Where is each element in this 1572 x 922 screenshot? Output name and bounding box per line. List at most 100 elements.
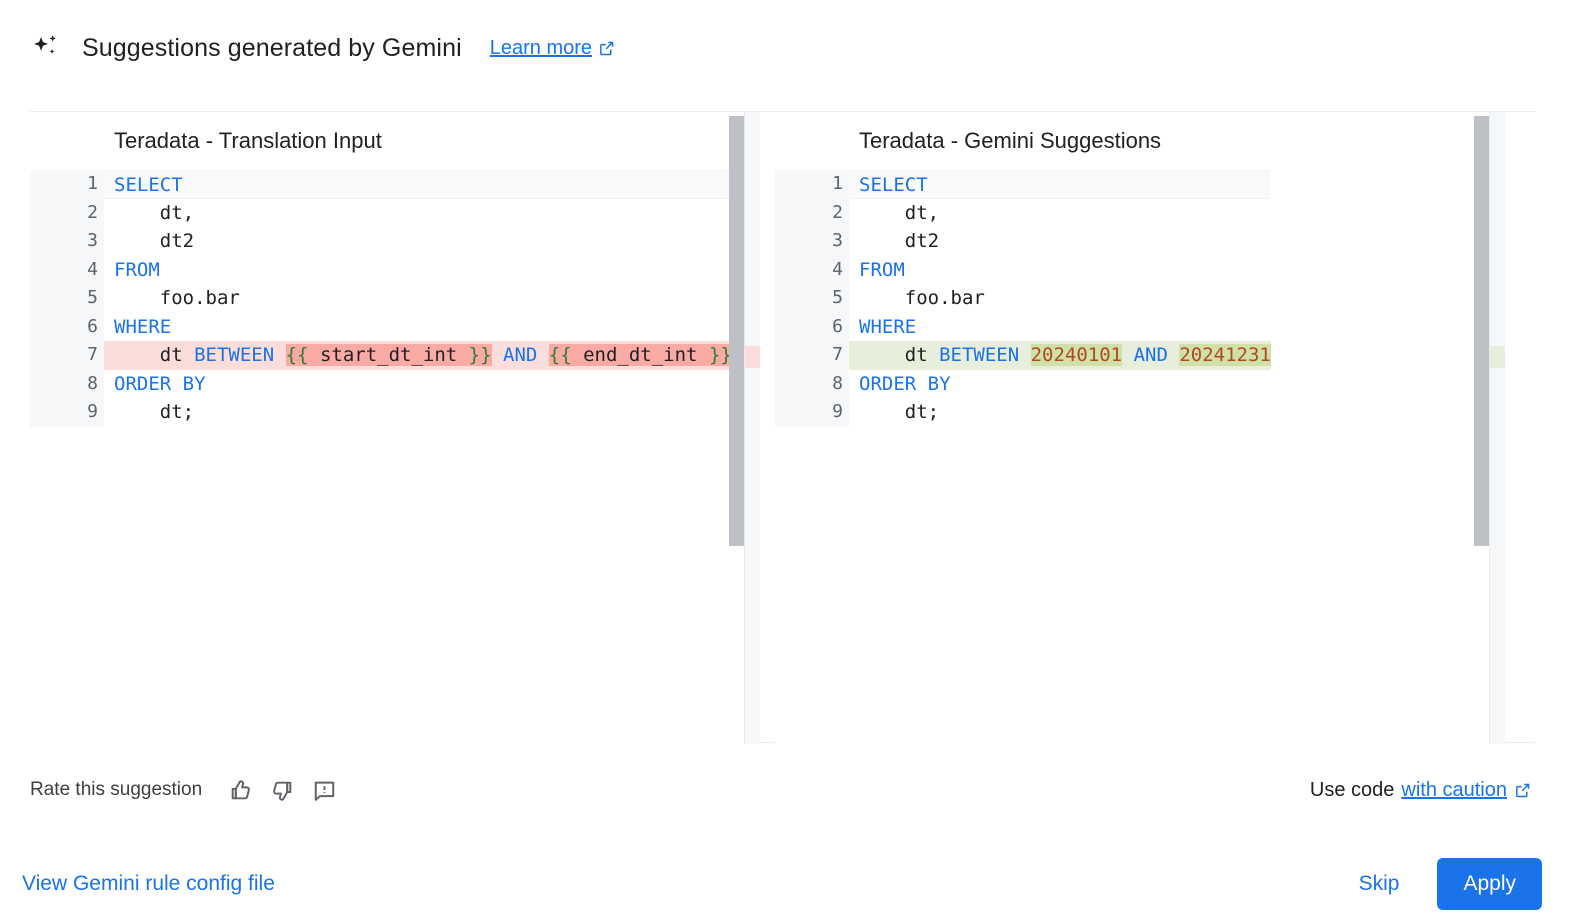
view-gemini-rule-config-file-link[interactable]: View Gemini rule config file [22,871,275,895]
line-number: 5 [775,284,849,313]
diff-marker-column-input [744,112,760,744]
code-text: FROM [849,256,1271,285]
with-caution-link[interactable]: with caution [1401,779,1531,802]
code-token: }} [468,344,492,366]
code-token: foo.bar [859,287,985,309]
diff-marker-add [1490,346,1505,368]
code-text: foo.bar [104,284,732,313]
code-text: FROM [104,256,732,285]
vertical-scrollbar-input[interactable] [729,112,744,744]
line-number: 7+ [775,341,863,370]
code-token: dt; [859,401,940,423]
code-text: dt BETWEEN 20240101 AND 20241231 [849,341,1271,370]
line-number: 2 [775,198,849,227]
code-token: {{ [285,344,309,366]
action-bar: View Gemini rule config file Skip Apply [0,845,1572,922]
use-code-label: Use code [1309,778,1395,801]
learn-more-link[interactable]: Learn more [490,37,615,60]
code-token: WHERE [114,315,172,338]
skip-button[interactable]: Skip [1345,862,1414,906]
code-token: FROM [114,258,160,281]
code-line[interactable]: 1 SELECT [775,170,1271,199]
external-link-icon [1516,783,1530,797]
code-text: foo.bar [849,284,1271,313]
code-line[interactable]: 9 dt; [775,398,1271,427]
code-token [1122,344,1133,366]
code-token [1019,344,1030,366]
line-number: 7— [30,341,118,370]
code-line[interactable]: 2 dt, [30,198,732,228]
line-number: 9 [30,398,104,427]
code-line[interactable]: 7+ dt BETWEEN 20240101 AND 20241231 [775,341,1271,370]
code-token: BETWEEN [194,344,275,366]
code-token: AND [503,344,538,366]
external-link-icon [600,41,614,55]
code-token: dt [859,344,940,366]
use-code-caution: Use code with caution [1310,779,1535,802]
line-number: 4 [30,255,104,284]
code-line[interactable]: 7— dt BETWEEN {{ start_dt_int }} AND {{ … [30,341,732,370]
code-token: foo.bar [114,287,240,309]
learn-more-label: Learn more [489,36,593,59]
scrollbar-thumb[interactable] [1474,116,1489,546]
rating-bar: Rate this suggestion [30,762,1535,818]
line-number: 2 [30,198,104,227]
diff-marker-delete [745,346,760,368]
code-token [274,344,285,366]
code-text: SELECT [849,170,1271,199]
with-caution-label: with caution [1401,778,1507,801]
code-line[interactable]: 3 dt2 [775,227,1271,256]
thumb-up-icon[interactable] [222,774,258,806]
code-text: dt BETWEEN {{ start_dt_int }} AND {{ end… [104,341,732,370]
line-number: 8 [775,369,849,398]
thumb-down-icon[interactable] [264,774,300,806]
code-text: WHERE [849,313,1271,342]
code-token: SELECT [859,174,928,196]
code-line[interactable]: 4 FROM [30,255,732,285]
line-number: 3 [775,227,849,256]
code-text: dt; [104,398,732,427]
line-number: 8 [30,369,104,398]
pane-title-input: Teradata - Translation Input [30,112,760,170]
code-token: dt2 [859,230,940,252]
line-number: 9 [775,398,849,427]
code-token: FROM [859,258,905,281]
line-number: 1 [775,170,849,199]
code-token [492,344,503,366]
code-token: dt, [114,201,195,224]
code-line[interactable]: 3 dt2 [30,227,732,256]
report-feedback-icon[interactable] [306,774,342,806]
code-token: {{ [548,344,572,366]
code-text: dt; [849,398,1271,427]
code-text: SELECT [104,170,732,199]
diff-marker-column-suggestions [1489,112,1505,744]
pane-title-suggestions: Teradata - Gemini Suggestions [775,112,1505,170]
code-token: dt [114,344,195,366]
code-text: dt, [104,199,732,228]
line-number: 1 [30,170,104,199]
rate-label: Rate this suggestion [30,779,203,800]
code-token: dt, [859,201,940,224]
code-line[interactable]: 5 foo.bar [775,284,1271,313]
apply-button[interactable]: Apply [1437,857,1542,910]
code-token: dt; [114,401,195,423]
scrollbar-thumb[interactable] [729,116,744,546]
code-token: start_dt_int [308,344,469,366]
code-token: BETWEEN [939,344,1020,366]
code-line[interactable]: 2 dt, [775,198,1271,227]
code-token: end_dt_int [571,344,709,366]
vertical-scrollbar-suggestions[interactable] [1474,112,1489,744]
code-line[interactable]: 5 foo.bar [30,284,732,313]
code-line[interactable]: 9 dt; [30,398,732,427]
